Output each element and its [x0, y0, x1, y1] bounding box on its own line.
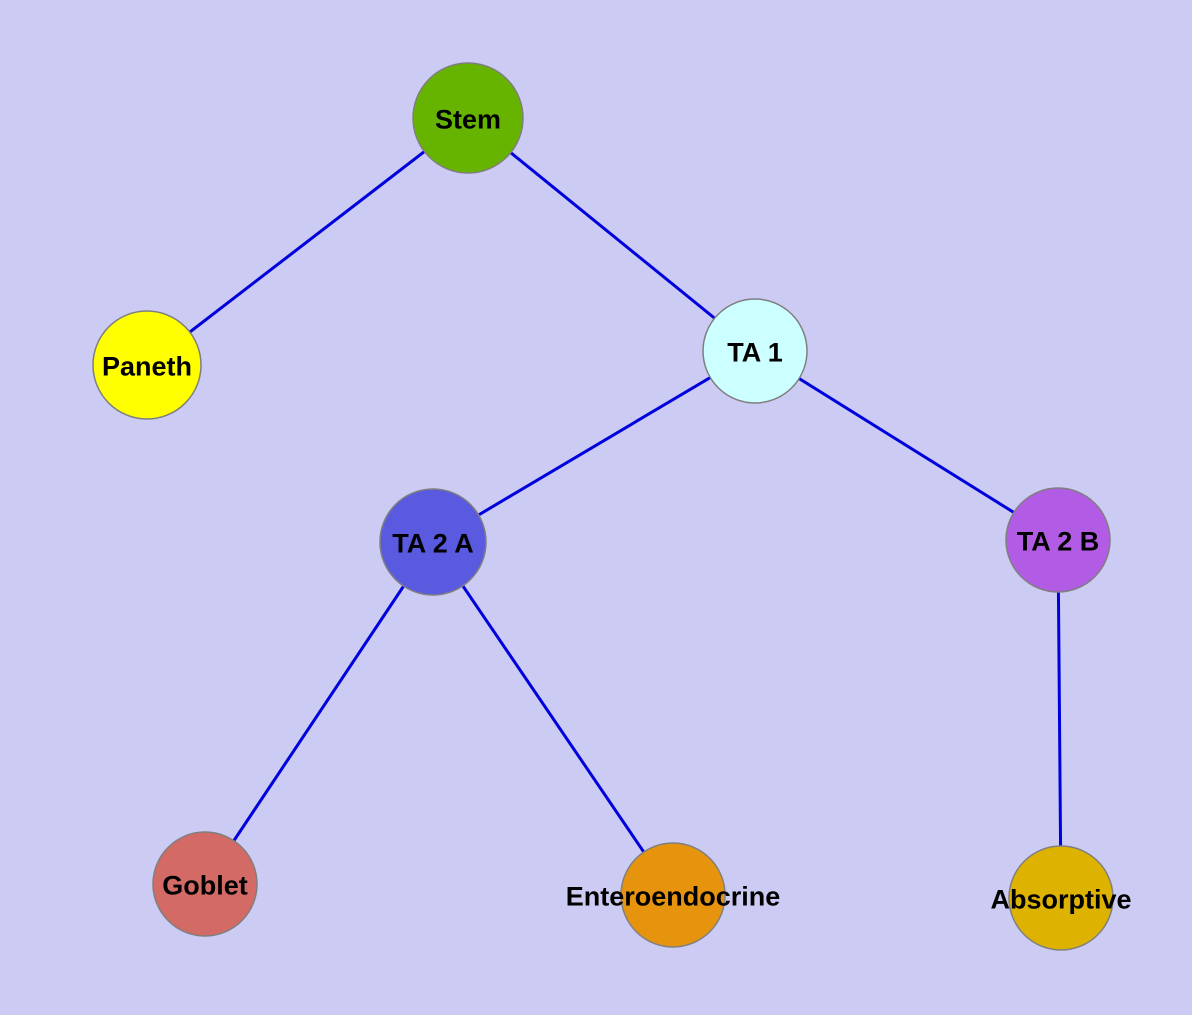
edge-layer [146, 116, 1063, 899]
edge-stem-paneth[interactable] [146, 116, 469, 367]
node-circle-ta1[interactable] [702, 298, 808, 404]
node-stem[interactable]: Stem [412, 62, 524, 174]
node-circle-ta2b[interactable] [1005, 487, 1111, 593]
node-ta1[interactable]: TA 1 [702, 298, 808, 404]
node-circle-paneth[interactable] [92, 310, 202, 420]
edge-ta1-ta2b[interactable] [754, 349, 1059, 542]
node-ta2b[interactable]: TA 2 B [1005, 487, 1111, 593]
edge-ta2b-absorptive[interactable] [1056, 539, 1063, 899]
node-paneth[interactable]: Paneth [92, 310, 202, 420]
node-circle-enteroendocrine[interactable] [620, 842, 726, 948]
node-ta2a[interactable]: TA 2 A [379, 488, 487, 596]
edge-stem-ta1[interactable] [467, 116, 756, 353]
edge-ta2a-enteroendocrine[interactable] [431, 541, 675, 896]
edge-ta1-ta2a[interactable] [432, 349, 756, 544]
node-goblet[interactable]: Goblet [152, 831, 258, 937]
edge-ta2a-goblet[interactable] [203, 541, 435, 885]
node-circle-ta2a[interactable] [379, 488, 487, 596]
node-circle-stem[interactable] [412, 62, 524, 174]
node-circle-absorptive[interactable] [1008, 845, 1114, 951]
node-circle-goblet[interactable] [152, 831, 258, 937]
